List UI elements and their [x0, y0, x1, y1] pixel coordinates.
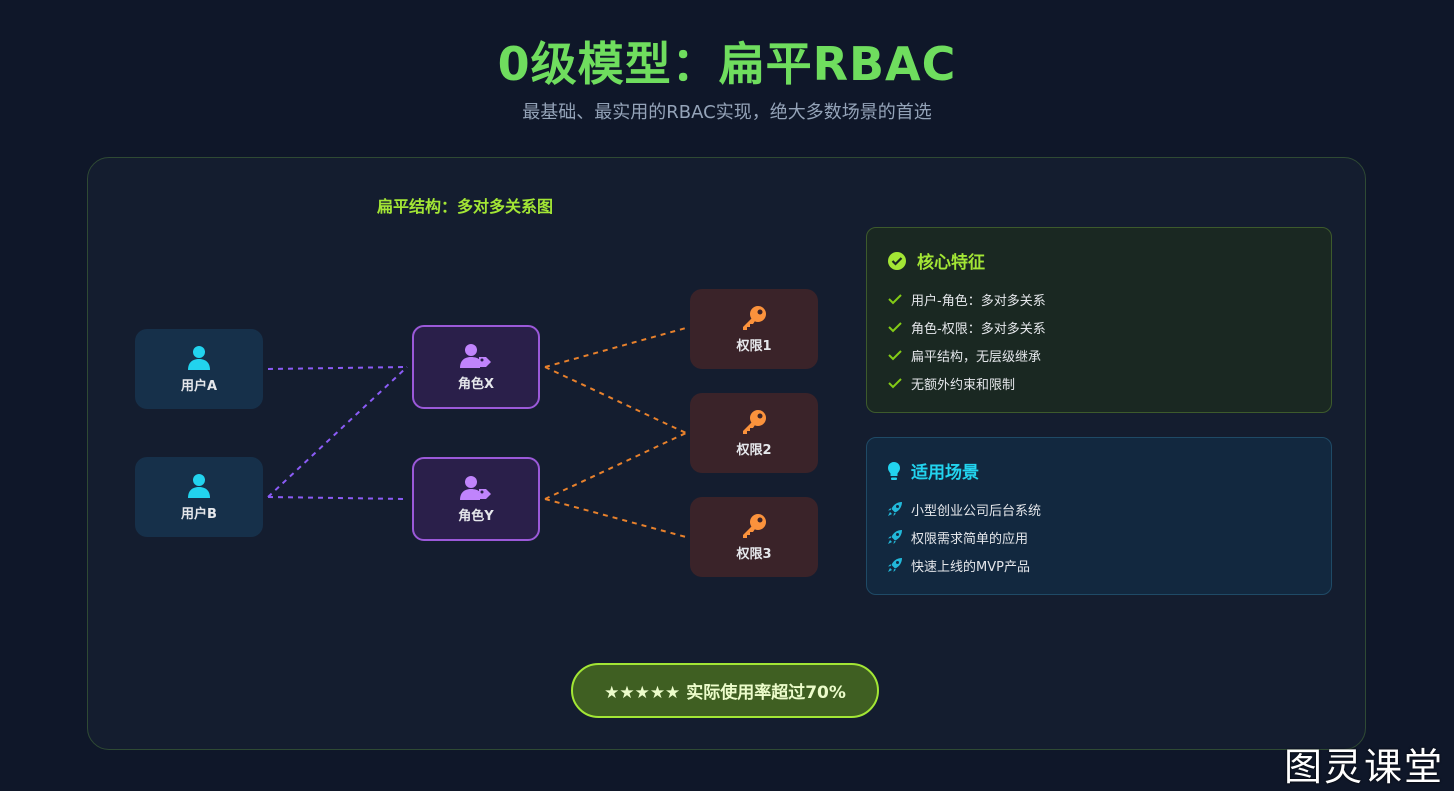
features-title: 核心特征: [917, 253, 985, 273]
features-header: 核心特征: [887, 248, 1311, 273]
scenarios-title: 适用场景: [911, 463, 979, 483]
scenarios-card: 适用场景 小型创业公司后台系统 权限需求简单的应用 快速上线的MVP产品: [866, 437, 1332, 595]
permission-label: 权限3: [736, 546, 772, 562]
feature-text: 角色-权限：多对多关系: [911, 321, 1046, 337]
user-icon: [188, 345, 210, 370]
feature-item: 用户-角色：多对多关系: [887, 285, 1311, 313]
scenario-text: 小型创业公司后台系统: [911, 503, 1042, 519]
user-icon: [188, 473, 210, 498]
permission-node-1: 权限1: [690, 289, 818, 369]
usage-rate-badge: ★★★★★ 实际使用率超过70%: [571, 663, 879, 718]
feature-text: 用户-角色：多对多关系: [911, 293, 1046, 309]
role-label: 角色X: [457, 376, 495, 392]
role-node-y: 角色Y: [412, 457, 540, 541]
feature-item: 无额外约束和限制: [887, 369, 1311, 397]
permission-node-2: 权限2: [690, 393, 818, 473]
role-node-x: 角色X: [412, 325, 540, 409]
role-label: 角色Y: [458, 508, 494, 524]
check-icon: [887, 376, 905, 390]
features-card: 核心特征 用户-角色：多对多关系 角色-权限：多对多关系 扁平结构，无层级继承 …: [866, 227, 1332, 413]
user-tag-icon: [460, 343, 491, 368]
feature-text: 无额外约束和限制: [911, 377, 1016, 393]
lightbulb-icon: [887, 461, 901, 481]
user-label: 用户A: [180, 378, 218, 394]
user-node-a: 用户A: [135, 329, 263, 409]
permission-label: 权限2: [736, 442, 772, 458]
page-title: 0级模型：扁平RBAC: [497, 37, 957, 91]
user-tag-icon: [460, 475, 491, 500]
key-icon: [743, 513, 766, 538]
check-circle-icon: [887, 251, 907, 271]
rocket-icon: [887, 557, 905, 573]
permission-node-3: 权限3: [690, 497, 818, 577]
page-subtitle: 最基础、最实用的RBAC实现，绝大多数场景的首选: [522, 102, 932, 123]
feature-item: 扁平结构，无层级继承: [887, 341, 1311, 369]
check-icon: [887, 348, 905, 362]
feature-text: 扁平结构，无层级继承: [911, 349, 1042, 365]
user-label: 用户B: [181, 506, 217, 522]
scenario-text: 快速上线的MVP产品: [911, 559, 1030, 575]
scenarios-header: 适用场景: [887, 458, 1311, 483]
scenario-item: 小型创业公司后台系统: [887, 495, 1311, 523]
rocket-icon: [887, 529, 905, 545]
key-icon: [743, 409, 766, 434]
rocket-icon: [887, 501, 905, 517]
key-icon: [743, 305, 766, 330]
scenario-item: 快速上线的MVP产品: [887, 551, 1311, 579]
check-icon: [887, 320, 905, 334]
scenario-text: 权限需求简单的应用: [911, 531, 1029, 547]
user-node-b: 用户B: [135, 457, 263, 537]
check-icon: [887, 292, 905, 306]
diagram-title: 扁平结构：多对多关系图: [377, 197, 554, 216]
watermark-logo: 图灵课堂: [1283, 745, 1444, 789]
permission-label: 权限1: [736, 338, 772, 354]
feature-item: 角色-权限：多对多关系: [887, 313, 1311, 341]
scenario-item: 权限需求简单的应用: [887, 523, 1311, 551]
